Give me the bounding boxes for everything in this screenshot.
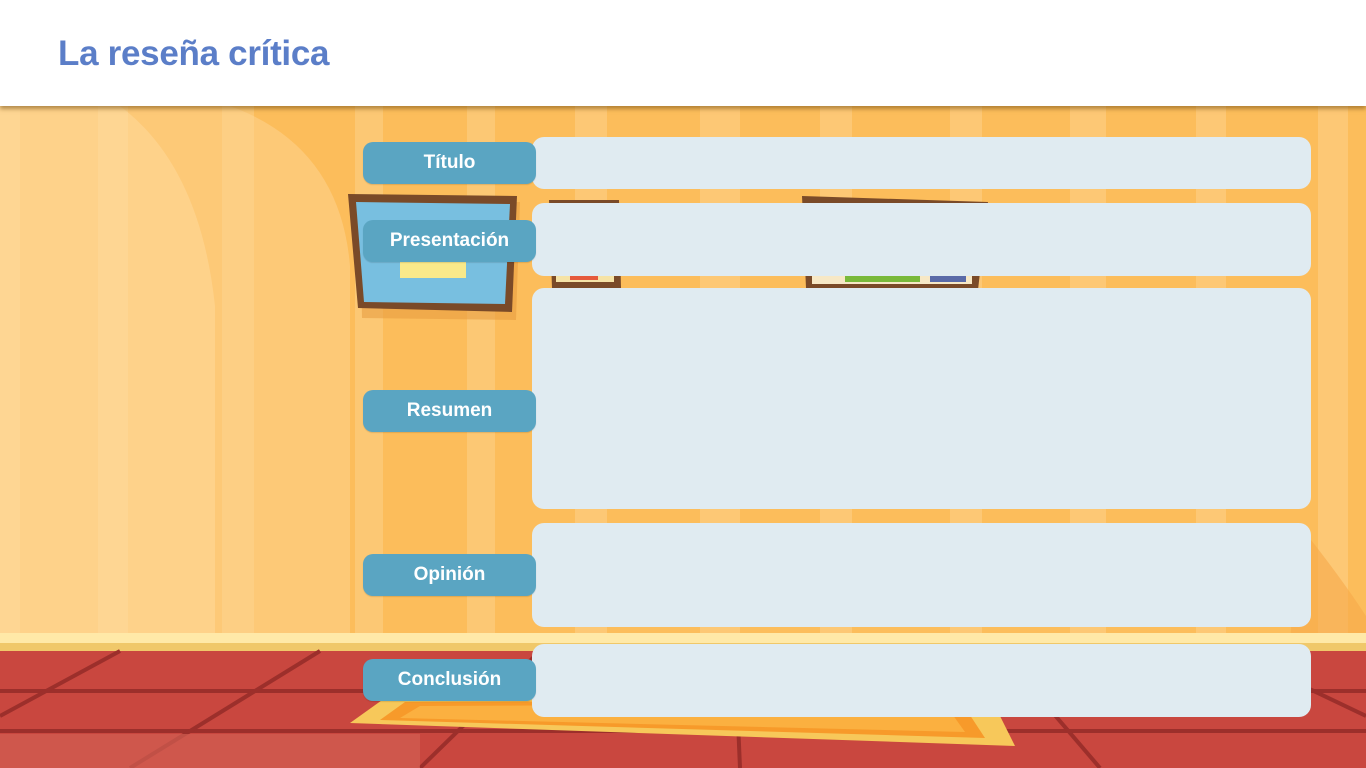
titulo-field[interactable] bbox=[532, 137, 1311, 189]
label-conclusion: Conclusión bbox=[363, 659, 536, 701]
label-resumen: Resumen bbox=[363, 390, 536, 432]
label-presentacion: Presentación bbox=[363, 220, 536, 262]
presentacion-field[interactable] bbox=[532, 203, 1311, 276]
conclusion-field[interactable] bbox=[532, 644, 1311, 717]
resumen-field[interactable] bbox=[532, 288, 1311, 509]
label-titulo: Título bbox=[363, 142, 536, 184]
label-opinion: Opinión bbox=[363, 554, 536, 596]
header-bar: La reseña crítica bbox=[0, 0, 1366, 106]
page-title: La reseña crítica bbox=[58, 34, 330, 73]
opinion-field[interactable] bbox=[532, 523, 1311, 627]
